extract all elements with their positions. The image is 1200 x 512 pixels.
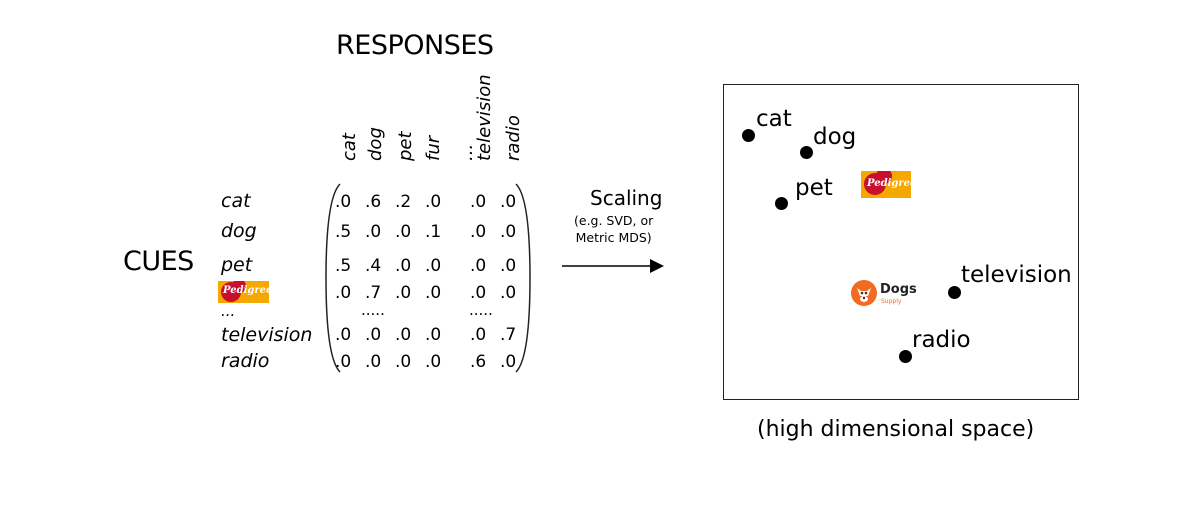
matrix-cell: .0 xyxy=(395,283,412,303)
matrix-cell: .1 xyxy=(425,222,442,242)
matrix-cell: .0 xyxy=(365,325,382,345)
cues-title: CUES xyxy=(123,246,194,277)
matrix-cell: .7 xyxy=(500,325,517,345)
column-header-fur: fur xyxy=(423,135,444,161)
row-label-pet: pet xyxy=(221,254,253,276)
matrix-cell: .0 xyxy=(425,352,442,372)
scaling-arrow xyxy=(562,259,664,273)
matrix-cell: .0 xyxy=(395,352,412,372)
dogs-supply-logo: Dogs Supply xyxy=(850,279,924,309)
point-dog xyxy=(800,146,813,159)
dog-face-icon xyxy=(851,280,877,306)
matrix-cell: .0 xyxy=(425,283,442,303)
matrix-cell: .0 xyxy=(470,192,487,212)
responses-title: RESPONSES xyxy=(336,30,494,61)
space-caption: (high dimensional space) xyxy=(757,417,1035,442)
scaling-note-line1: (e.g. SVD, or xyxy=(574,213,654,228)
matrix-cell: .0 xyxy=(425,325,442,345)
matrix-cell: .0 xyxy=(470,222,487,242)
matrix-cell: .0 xyxy=(500,256,517,276)
matrix-cell: .0 xyxy=(425,192,442,212)
matrix-cell: .0 xyxy=(395,325,412,345)
column-header-television: television xyxy=(474,74,495,161)
matrix-cell: .0 xyxy=(395,222,412,242)
matrix-cell: .0 xyxy=(470,256,487,276)
matrix-cell: .6 xyxy=(365,192,382,212)
scaling-note: (e.g. SVD, or Metric MDS) xyxy=(574,212,653,246)
column-header-pet: pet xyxy=(395,131,416,161)
row-label-radio: radio xyxy=(221,350,270,372)
matrix-cell: .0 xyxy=(335,352,352,372)
matrix-cell: .4 xyxy=(365,256,382,276)
row-label-ellipsis: ... xyxy=(221,302,236,320)
matrix-cell: .0 xyxy=(365,222,382,242)
matrix-cell: .5 xyxy=(335,256,352,276)
matrix-ellipsis: ..... xyxy=(361,301,385,319)
matrix-ellipsis: ..... xyxy=(469,301,493,319)
pedigree-logo-row: Pedigree xyxy=(218,281,269,303)
column-header-dog: dog xyxy=(365,127,386,161)
point-label-radio: radio xyxy=(912,327,971,353)
pedigree-logo-space: Pedigree xyxy=(861,171,911,198)
column-header-radio: radio xyxy=(503,115,524,161)
matrix-brackets xyxy=(325,183,531,373)
scaling-label: Scaling xyxy=(590,186,663,210)
matrix-cell: .0 xyxy=(500,222,517,242)
dogs-supply-name: Dogs xyxy=(880,282,917,297)
matrix-cell: .0 xyxy=(425,256,442,276)
point-pet xyxy=(775,197,788,210)
matrix-cell: .0 xyxy=(470,325,487,345)
row-label-television: television xyxy=(221,324,313,346)
matrix-cell: .0 xyxy=(395,256,412,276)
matrix-cell: .0 xyxy=(335,283,352,303)
matrix-cell: .0 xyxy=(500,352,517,372)
point-label-dog: dog xyxy=(813,124,857,150)
matrix-cell: .0 xyxy=(470,283,487,303)
space-box xyxy=(723,84,1079,400)
point-television xyxy=(948,286,961,299)
matrix-cell: .0 xyxy=(335,192,352,212)
matrix-cell: .0 xyxy=(365,352,382,372)
point-label-television: television xyxy=(961,262,1072,288)
point-label-pet: pet xyxy=(795,175,833,201)
point-cat xyxy=(742,129,755,142)
matrix-cell: .7 xyxy=(365,283,382,303)
matrix-cell: .2 xyxy=(395,192,412,212)
point-radio xyxy=(899,350,912,363)
dogs-supply-sub: Supply xyxy=(881,298,902,305)
matrix-cell: .0 xyxy=(335,325,352,345)
matrix-cell: .6 xyxy=(470,352,487,372)
row-label-dog: dog xyxy=(221,220,257,242)
row-label-cat: cat xyxy=(221,190,251,212)
matrix-cell: .0 xyxy=(500,283,517,303)
scaling-note-line2: Metric MDS) xyxy=(575,230,652,245)
matrix-cell: .5 xyxy=(335,222,352,242)
matrix-cell: .0 xyxy=(500,192,517,212)
column-header-cat: cat xyxy=(339,133,360,161)
point-label-cat: cat xyxy=(756,106,792,132)
